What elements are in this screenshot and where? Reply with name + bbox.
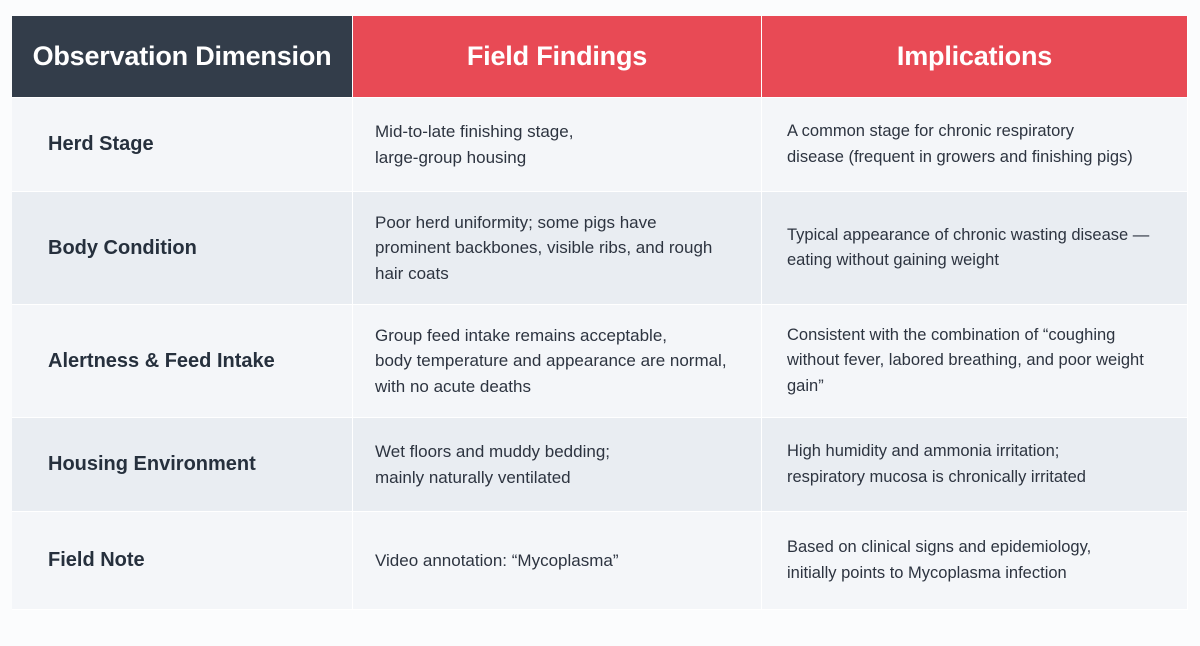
- row-housing-dimension: Housing Environment: [12, 418, 353, 512]
- row-field-note-findings: Video annotation: “Mycoplasma”: [353, 512, 762, 610]
- row-body-condition-implications: Typical appearance of chronic wasting di…: [762, 192, 1188, 305]
- row-alertness-dimension: Alertness & Feed Intake: [12, 305, 353, 418]
- row-herd-stage-implications: A common stage for chronic respiratory d…: [762, 98, 1188, 192]
- row-alertness-implications: Consistent with the combination of “coug…: [762, 305, 1188, 418]
- header-field-findings: Field Findings: [353, 16, 762, 98]
- row-herd-stage-dimension: Herd Stage: [12, 98, 353, 192]
- row-alertness-findings: Group feed intake remains acceptable, bo…: [353, 305, 762, 418]
- row-housing-implications: High humidity and ammonia irritation; re…: [762, 418, 1188, 512]
- header-observation-dimension: Observation Dimension: [12, 16, 353, 98]
- row-body-condition-findings: Poor herd uniformity; some pigs have pro…: [353, 192, 762, 305]
- row-field-note-dimension: Field Note: [12, 512, 353, 610]
- row-field-note-implications: Based on clinical signs and epidemiology…: [762, 512, 1188, 610]
- row-body-condition-dimension: Body Condition: [12, 192, 353, 305]
- row-housing-findings: Wet floors and muddy bedding; mainly nat…: [353, 418, 762, 512]
- observation-table: Observation Dimension Field Findings Imp…: [12, 16, 1188, 610]
- header-implications: Implications: [762, 16, 1188, 98]
- row-herd-stage-findings: Mid-to-late finishing stage, large-group…: [353, 98, 762, 192]
